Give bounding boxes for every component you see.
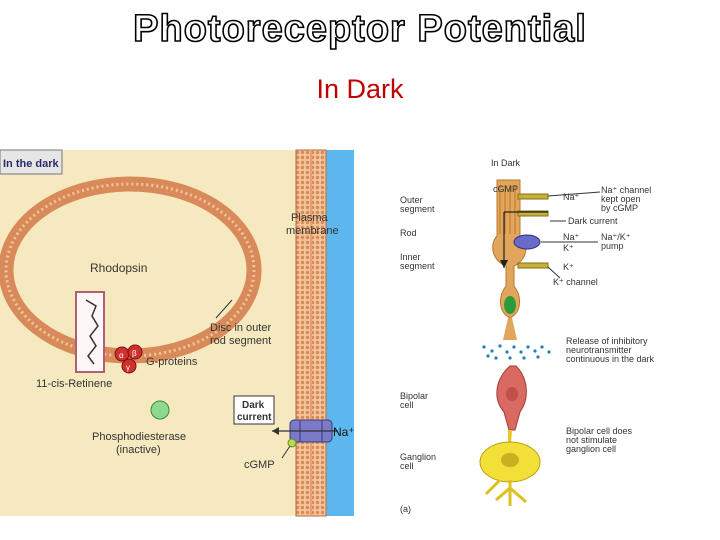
pde-label-1: Phosphodiesterase: [92, 431, 186, 443]
right-panel: In Dark cGMP Na⁺ Na⁺ K⁺ K⁺ Outer segment…: [392, 152, 706, 520]
left-panel: In the dark Rhodopsin Plasma membrane α …: [0, 150, 355, 516]
pde-label-2: (inactive): [116, 444, 161, 456]
na-channel-label-3: by cGMP: [601, 203, 638, 213]
bipolar-label-2: cell: [400, 400, 414, 410]
na-label-2: Na⁺: [563, 232, 580, 242]
k-channel-label: K⁺ channel: [553, 277, 598, 287]
right-header: In Dark: [491, 158, 521, 168]
svg-text:β: β: [132, 349, 137, 358]
figure-label: (a): [400, 504, 411, 514]
k-channel: [518, 263, 548, 268]
cgmp-molecule: [288, 439, 296, 447]
release-label-3: continuous in the dark: [566, 354, 655, 364]
na-ion-label: Na⁺: [333, 425, 355, 439]
dark-current-label-1: Dark: [242, 400, 265, 411]
plasma-membrane-label-1: Plasma: [291, 212, 329, 224]
rod-nucleus: [504, 296, 516, 314]
k-label-1: K⁺: [563, 243, 574, 253]
ganglion-nucleus: [501, 453, 519, 467]
na-channel-outer: [518, 194, 548, 199]
rhodopsin-label: Rhodopsin: [90, 261, 147, 275]
bipolar-nucleus: [506, 387, 518, 401]
cgmp-label: cGMP: [244, 459, 275, 471]
retinene-label: 11-cis-Retinene: [36, 378, 112, 390]
disc-label-2: rod segment: [210, 335, 271, 347]
in-the-dark-label: In the dark: [3, 158, 60, 170]
disc-label-1: Disc in outer: [210, 322, 271, 334]
bipolar-note-3: ganglion cell: [566, 444, 616, 454]
svg-text:γ: γ: [126, 363, 130, 372]
dark-current-label-2: current: [237, 412, 272, 423]
k-label-2: K⁺: [563, 262, 574, 272]
inner-segment-label-2: segment: [400, 261, 435, 271]
svg-text:α: α: [119, 351, 124, 360]
plasma-membrane-label-2: membrane: [286, 225, 339, 237]
rod-label: Rod: [400, 228, 417, 238]
phosphodiesterase: [151, 401, 169, 419]
cgmp-label-right: cGMP: [493, 184, 518, 194]
extracellular-space: [326, 150, 354, 516]
ganglion-label-2: cell: [400, 461, 414, 471]
outer-segment-label-2: segment: [400, 204, 435, 214]
na-k-pump: [514, 235, 540, 249]
dark-current-right-label: Dark current: [568, 216, 618, 226]
g-proteins-label: G-proteins: [146, 356, 198, 368]
rhodopsin-protein: [76, 292, 104, 372]
pump-label-2: pump: [601, 241, 624, 251]
